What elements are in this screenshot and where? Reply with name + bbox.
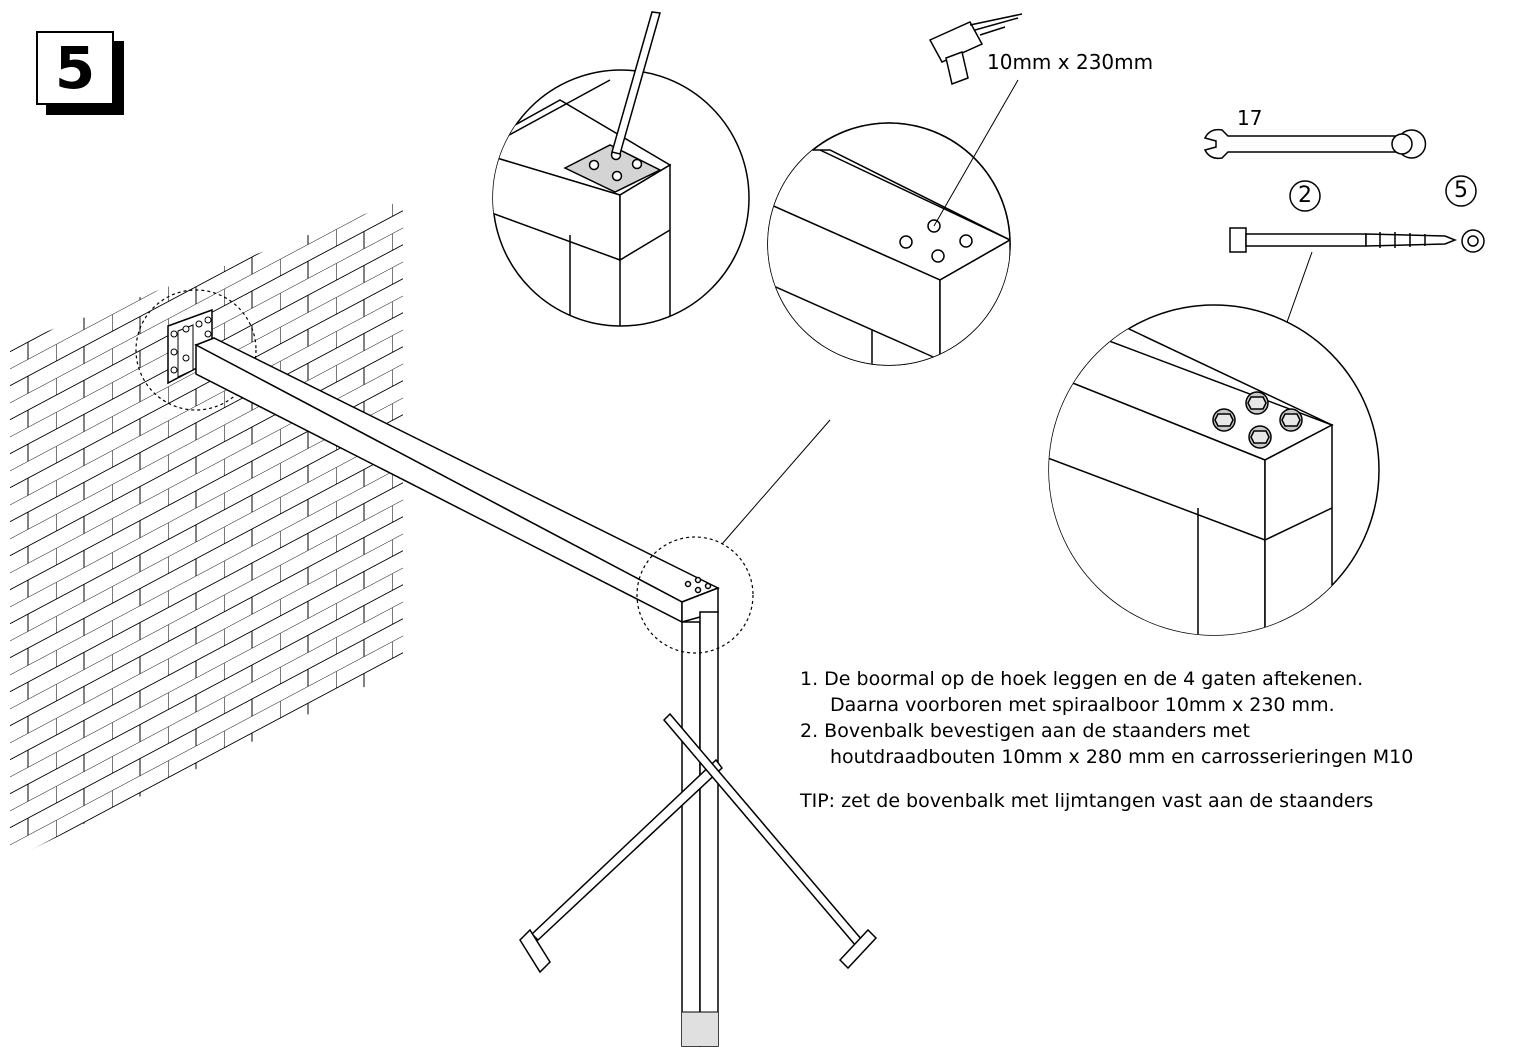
drill-icon bbox=[928, 13, 1023, 86]
instructions: 1. De boormal op de hoek leggen en de 4 … bbox=[800, 666, 1413, 770]
ring-icon bbox=[1461, 229, 1485, 253]
brick-wall bbox=[10, 200, 403, 860]
bolt-icon bbox=[1229, 227, 1458, 253]
leader-drill bbox=[933, 79, 1019, 227]
instruction-line-4: houtdraadbouten 10mm x 280 mm en carross… bbox=[830, 746, 1414, 768]
detail-drilled-holes-body bbox=[767, 122, 1011, 366]
leader-corner bbox=[721, 419, 831, 545]
detail-template-marking bbox=[492, 11, 750, 327]
braces bbox=[519, 712, 878, 974]
drill-bit-label: 10mm x 230mm bbox=[987, 50, 1154, 74]
tip-text: TIP: zet de bovenbalk met lijmtangen vas… bbox=[800, 790, 1374, 812]
part-bolt-number: 2 bbox=[1298, 183, 1312, 208]
detail-bolted-corner bbox=[1048, 304, 1380, 636]
part-callout-bolt bbox=[1289, 180, 1321, 212]
corner-detail-circle bbox=[636, 536, 754, 654]
wrench-icon bbox=[1203, 128, 1427, 160]
instruction-line-2: Daarna voorboren met spiraalboor 10mm x … bbox=[830, 694, 1335, 716]
part-ring-number: 5 bbox=[1454, 178, 1468, 203]
step-number: 5 bbox=[36, 31, 114, 105]
wrench-size-label: 17 bbox=[1237, 106, 1263, 130]
instruction-line-1: 1. De boormal op de hoek leggen en de 4 … bbox=[800, 668, 1364, 690]
wall-detail-circle bbox=[135, 289, 257, 411]
step-badge: 5 bbox=[36, 31, 124, 115]
wall-anchor-plate bbox=[167, 308, 213, 385]
post bbox=[681, 611, 719, 1047]
top-beam bbox=[194, 337, 720, 624]
instruction-line-3: 2. Bovenbalk bevestigen aan de staanders… bbox=[800, 720, 1250, 742]
part-callout-ring bbox=[1445, 175, 1477, 207]
